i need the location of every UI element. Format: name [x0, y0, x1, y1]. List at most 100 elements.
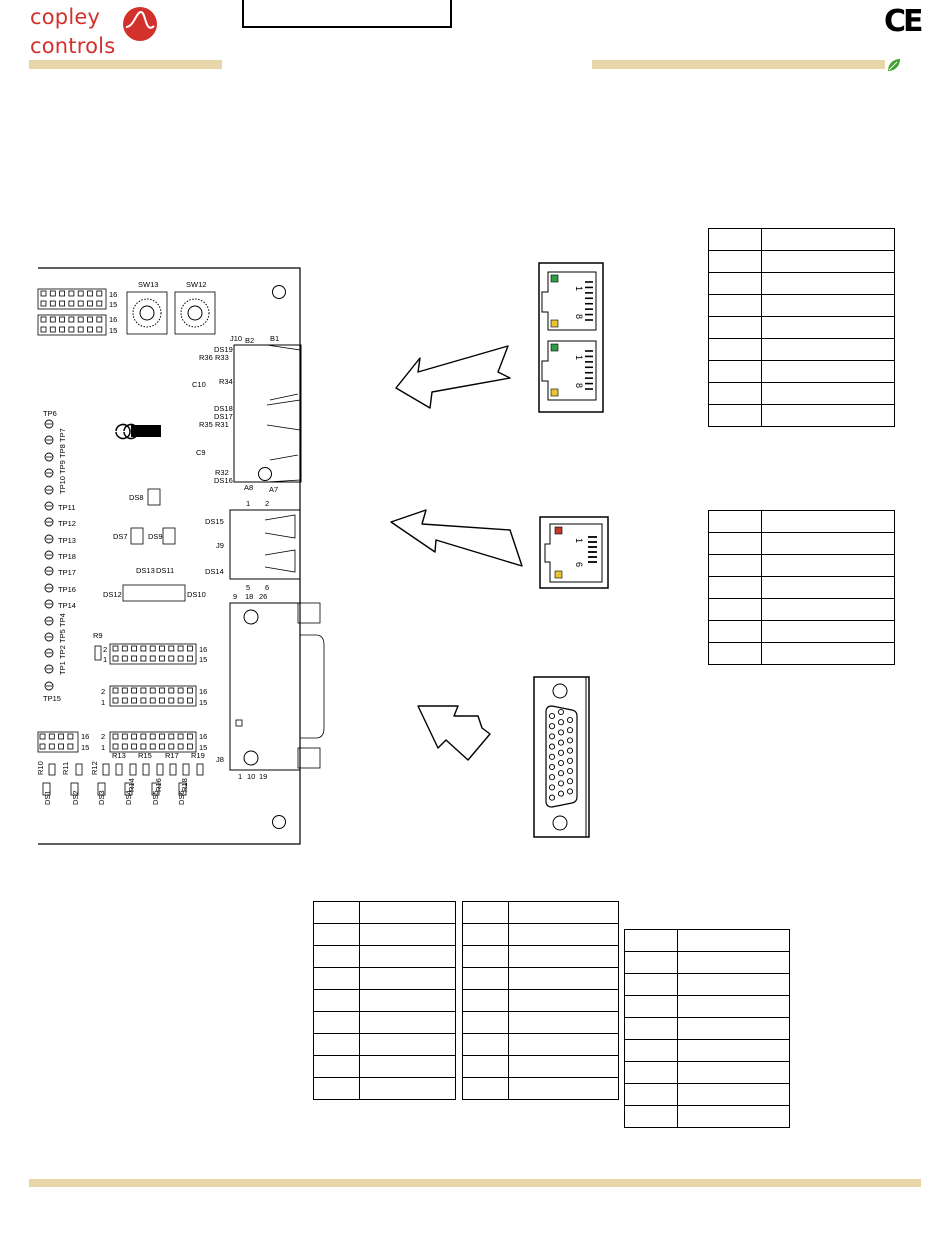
hdr-m3-pin [159, 743, 165, 750]
table-row [708, 250, 895, 273]
hdr-m3-2: 2 [101, 732, 105, 741]
r12-label: R12 [90, 761, 99, 775]
table-row [313, 1033, 456, 1056]
hdr-tl-pin [96, 300, 103, 307]
db26-pin [557, 770, 565, 777]
ds11-label: DS11 [156, 566, 174, 575]
table-row [313, 945, 456, 968]
ds14-label: DS14 [205, 567, 224, 576]
ds6-label: DS6 [177, 790, 186, 805]
hdr-m2-pin [168, 697, 175, 704]
db26-pin [548, 743, 556, 750]
j8-pin18-label: 18 [245, 592, 253, 601]
signal-cell [508, 989, 619, 1012]
signal-cell [359, 1077, 456, 1100]
signal-cell [508, 923, 619, 946]
a7-label: A7 [269, 485, 278, 494]
tp14-label: TP14 [58, 601, 76, 610]
pinout-table-3 [313, 901, 456, 1100]
signal-cell [359, 989, 456, 1012]
signal-cell [359, 1055, 456, 1078]
table-row [624, 929, 790, 952]
table-row [462, 967, 619, 990]
logo-text-controls: controls [30, 34, 116, 58]
tp15-label: TP15 [43, 694, 61, 703]
pin-cell [462, 1033, 509, 1056]
table-row [708, 532, 895, 555]
hdr-tl-pin [77, 300, 84, 307]
hdr-m2-pin [140, 687, 147, 694]
ds19-label: DS19 [214, 345, 233, 354]
resistor-footprint [115, 763, 123, 776]
pin-cell [462, 1077, 509, 1100]
test-point [44, 648, 54, 658]
hdr-m2-pin [159, 697, 165, 704]
hdr-m1-pin [159, 645, 165, 652]
table-row [708, 316, 895, 339]
led-footprint [97, 782, 106, 796]
hdr-m2-pin [149, 687, 156, 694]
hdr-tl-pin [87, 290, 93, 297]
ds13-label: DS13 [136, 566, 155, 575]
rj45-top-pin1: 1 [574, 286, 584, 291]
test-point [44, 566, 54, 576]
hdr-m2-1: 1 [101, 698, 105, 707]
copley-logo-icon [123, 7, 157, 41]
pin-cell [708, 510, 762, 533]
db26-pin [566, 737, 574, 744]
pin-cell [313, 901, 360, 924]
ds7-label: DS7 [113, 532, 128, 541]
pin-cell [313, 1077, 360, 1100]
signal-cell [359, 901, 456, 924]
resistor-footprint [182, 763, 190, 776]
hdr-m3-pin [168, 743, 175, 750]
resistor-footprint [156, 763, 164, 776]
signal-cell [677, 1061, 790, 1084]
arrow-to-j9 [390, 509, 523, 567]
signal-cell [761, 642, 895, 665]
tp4-label: TP4 [58, 613, 67, 627]
table-row [462, 1033, 619, 1056]
j9-pin5-label: 5 [246, 583, 250, 592]
db26-pin [557, 739, 565, 746]
table-row [313, 967, 456, 990]
ds17-label: DS17 [214, 412, 233, 421]
ds1-label: DS1 [43, 790, 52, 805]
b1-label: B1 [270, 334, 279, 343]
r15-label: R15 [138, 751, 152, 760]
hdr-tl-pin [49, 316, 56, 323]
rj-single-pin1: 1 [574, 538, 584, 543]
j8-pin26-label: 26 [259, 592, 267, 601]
test-point [44, 419, 54, 429]
r16-label: R16 [154, 778, 163, 792]
arrow-to-j8 [417, 705, 491, 761]
table-row [462, 901, 619, 924]
table-row [708, 404, 895, 427]
table-row [624, 1105, 790, 1128]
hdr-tl-pin [68, 300, 75, 307]
test-point [44, 664, 54, 674]
hdr-m1-pin [112, 655, 119, 662]
db26-pin [557, 719, 565, 726]
db26-pin [557, 729, 565, 736]
hdr-m3-pin [140, 733, 147, 740]
hdr-m2-pin [131, 697, 138, 704]
signal-cell [761, 598, 895, 621]
footer-rule [29, 1179, 921, 1187]
tp17-label: TP17 [58, 568, 76, 577]
hdr-m1-pin [168, 645, 175, 652]
db26-pin [557, 708, 565, 716]
pinout-table-4 [462, 901, 619, 1100]
hdr-tl-pin [96, 316, 103, 323]
test-point [44, 632, 54, 642]
tp13-label: TP13 [58, 536, 76, 545]
signal-cell [677, 995, 790, 1018]
hdr-tl-pin [77, 290, 84, 297]
table-row [313, 1011, 456, 1034]
table-row [624, 1061, 790, 1084]
document-title-box [242, 0, 452, 28]
hdr-tl-pin [49, 326, 56, 333]
hdr-m3-pin [121, 743, 128, 750]
hdr-tl-pin [68, 316, 75, 323]
db26-pin [548, 753, 556, 760]
